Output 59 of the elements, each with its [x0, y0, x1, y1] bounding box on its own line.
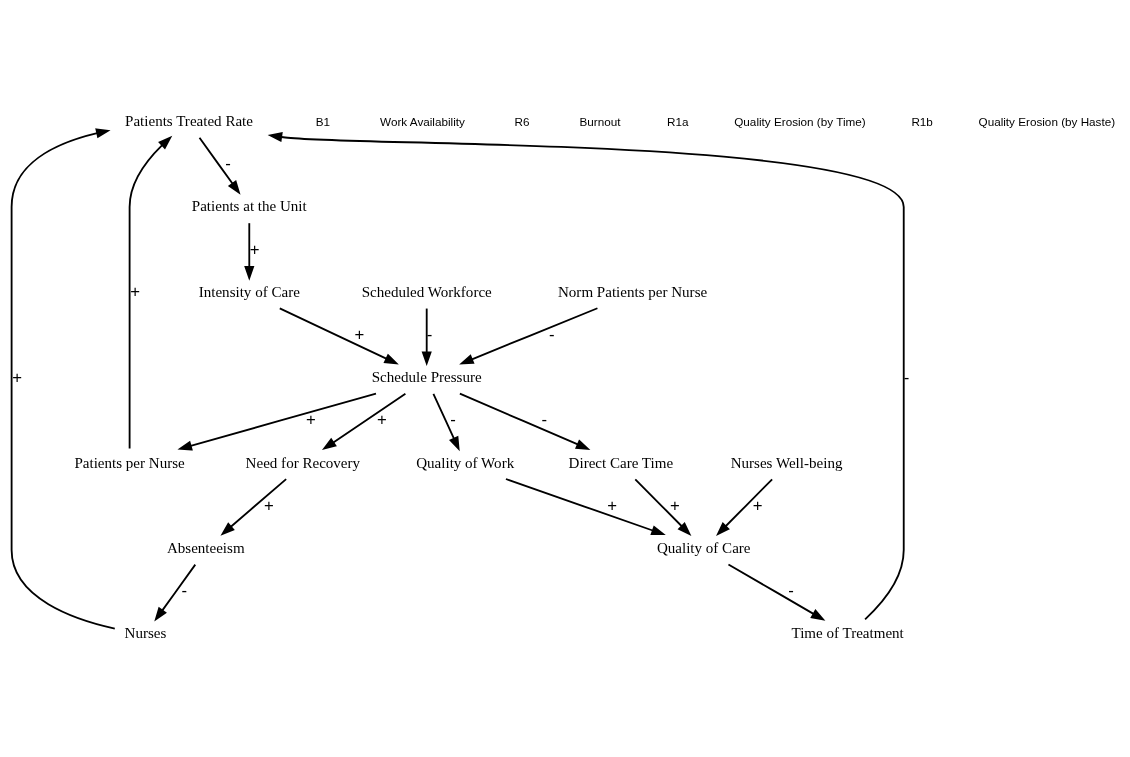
- node-text: Nurses: [124, 625, 167, 642]
- label: B1: [315, 114, 331, 128]
- arrow: [716, 478, 774, 536]
- edge-label: +: [752, 495, 763, 515]
- edge-label: +: [669, 495, 680, 515]
- edge-label: +: [249, 239, 260, 259]
- arrow: [421, 307, 432, 367]
- arrow: [727, 563, 826, 621]
- arrow: [321, 392, 407, 451]
- edge-label: -: [541, 410, 548, 430]
- edge-label: +: [354, 325, 365, 344]
- node-text: Norm Patients per Nurse: [557, 283, 708, 300]
- edge-label: -: [450, 410, 456, 430]
- label: Quality Erosion (by Haste): [978, 114, 1116, 128]
- node-text: Patients Treated Rate: [125, 113, 253, 130]
- edge-label: -: [903, 367, 910, 387]
- node-text: Patients at the Unit: [191, 198, 307, 215]
- arrow: [177, 392, 377, 451]
- edge-label: -: [225, 154, 231, 174]
- edge-label: -: [181, 581, 188, 601]
- label: R1b: [911, 114, 933, 128]
- arrow: [220, 478, 288, 536]
- label: R6: [514, 114, 530, 128]
- node-text: Patients per Nurse: [74, 454, 185, 471]
- node-text: Quality of Work: [416, 454, 515, 471]
- node-text: Quality of Care: [656, 539, 751, 556]
- node-text: Intensity of Care: [198, 283, 300, 300]
- node-text: Direct Care Time: [568, 454, 674, 471]
- edge-label: +: [12, 367, 22, 387]
- label: Quality Erosion (by Time): [734, 114, 866, 128]
- arrow: [198, 136, 241, 195]
- label: R1a: [667, 114, 689, 128]
- edge-label: -: [788, 581, 794, 601]
- edge-label: +: [305, 410, 316, 430]
- arrow: [154, 563, 197, 622]
- arrow: [634, 478, 692, 536]
- arrow: [278, 307, 399, 365]
- node-text: Absenteeism: [166, 539, 245, 556]
- arrow: [128, 135, 173, 450]
- edge-label: +: [130, 282, 140, 302]
- edge-label: -: [549, 325, 555, 344]
- node-text: Need for Recovery: [245, 454, 361, 471]
- arrow: [459, 307, 599, 365]
- arrow: [505, 478, 666, 536]
- edge-label: -: [426, 325, 433, 344]
- arrow: [10, 128, 116, 630]
- label: Work Availability: [380, 114, 465, 128]
- node-text: Time of Treatment: [791, 625, 904, 642]
- edge-label: +: [377, 410, 387, 430]
- edge-label: +: [264, 495, 274, 515]
- arrow: [458, 392, 591, 450]
- edge-label: +: [607, 495, 617, 515]
- node-text: Nurses Well-being: [730, 454, 843, 471]
- label: Burnout: [579, 114, 621, 128]
- arrow: [267, 132, 905, 621]
- node-text: Scheduled Workforce: [361, 283, 492, 300]
- arrow: [432, 393, 460, 452]
- node-text: Schedule Pressure: [371, 369, 482, 386]
- arrow: [244, 222, 255, 281]
